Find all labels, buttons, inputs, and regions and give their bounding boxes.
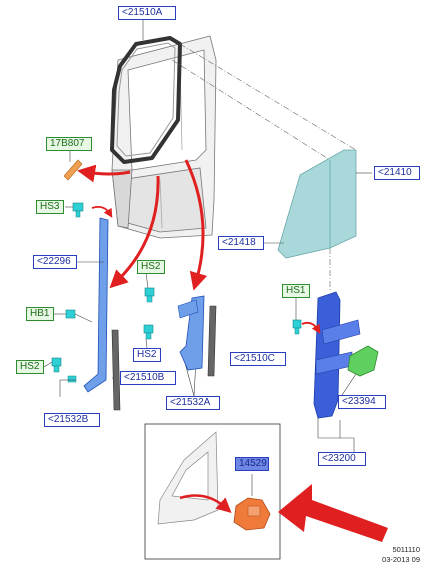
callout-23394[interactable]: <23394 [338,395,386,409]
clip-hs3 [72,202,84,218]
arrow-door-seal [184,159,208,291]
callout-17b807[interactable]: 17B807 [46,137,92,151]
arrow-hs1 [301,321,321,334]
seal-21510b [111,329,121,411]
clip-hs2-top [144,287,155,303]
seal-21532a [179,295,205,371]
weatherstrip-22296 [83,217,109,393]
callout-21510b[interactable]: <21510B [120,371,176,385]
clip-hs1 [292,319,302,335]
diagram-date: 03-2013 09 [382,555,420,564]
callout-hs2-top[interactable]: HS2 [137,260,165,274]
callout-22296[interactable]: <22296 [33,255,77,269]
callout-hs2-mid[interactable]: HS2 [133,348,161,362]
leader-lines [43,19,372,452]
arrow-hs3 [91,205,113,218]
inset-body [157,431,219,525]
inset-arrow [179,494,232,514]
callout-hs1[interactable]: HS1 [282,284,310,298]
callout-hs2-left[interactable]: HS2 [16,360,44,374]
callout-14529[interactable]: 14529 [235,457,269,471]
clip-hb1 [65,309,93,323]
arrow-seal [77,164,131,183]
seal-17b807 [63,159,83,181]
callout-hs3[interactable]: HS3 [36,200,64,214]
callout-21532b[interactable]: <21532B [44,413,100,427]
door-weatherstrip [110,36,182,164]
callout-21418[interactable]: <21418 [218,236,264,250]
callout-21510a[interactable]: <21510A [118,6,176,20]
callout-hb1[interactable]: HB1 [26,307,54,321]
callout-21510c[interactable]: <21510C [230,352,286,366]
diagram-code: 5011110 [392,545,420,554]
callout-23200[interactable]: <23200 [318,452,366,466]
pointer-arrow-icon [278,484,388,542]
callout-21532a[interactable]: <21532A [166,396,220,410]
seal-21510c [207,305,217,377]
door-glass [277,149,357,259]
callout-21410[interactable]: <21410 [374,166,420,180]
regulator-motor [347,345,379,377]
clip-hs2-left [51,357,77,383]
clip-hs2-mid [143,324,154,340]
arrow-pillar-trim [109,175,160,289]
